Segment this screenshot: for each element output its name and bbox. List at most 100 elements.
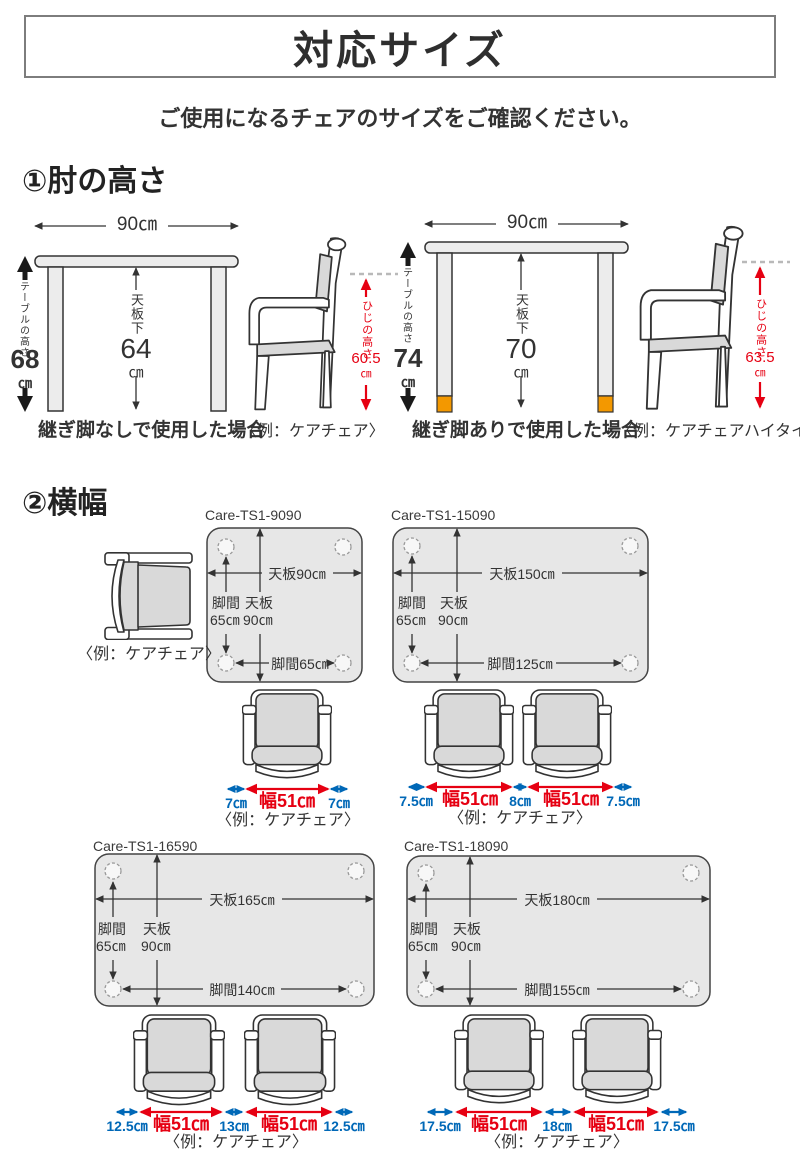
chair-side-illustration	[639, 225, 744, 410]
depth-col-value: 90㎝	[243, 612, 273, 628]
table-height-value: 68	[10, 344, 40, 374]
leg-circle	[417, 864, 435, 882]
tabletop-width-label: 天板90㎝	[268, 566, 326, 582]
leg-circle	[347, 980, 365, 998]
leg-span-col-label: 脚間	[98, 921, 126, 937]
table-side-illustration	[34, 255, 239, 412]
table-height-arrow	[17, 256, 33, 412]
chair-width-label: 幅51㎝	[152, 1114, 210, 1134]
example-chair-caption: 〈例：ケアチェア〉	[77, 646, 221, 663]
diagram-caption: 継ぎ脚なしで使用した場合	[38, 420, 266, 441]
depth-col-value: 90㎝	[438, 612, 468, 628]
leg-span-col-value: 65㎝	[210, 612, 240, 628]
clearance-unit: ㎝	[128, 364, 144, 381]
elbow-height-unit: ㎝	[360, 368, 372, 380]
dimension-arrows	[407, 856, 710, 1006]
leg-span-label: 脚間65㎝	[271, 656, 329, 672]
side-gap-label: 7㎝	[225, 795, 247, 811]
leg-span-label: 脚間140㎝	[209, 982, 275, 998]
leg-circle	[682, 864, 700, 882]
dimension-arrows	[95, 854, 374, 1006]
leg-circle	[104, 980, 122, 998]
chair-group-1	[226, 689, 349, 795]
depth-col-label: 天板	[440, 595, 468, 611]
diagram-with-extender	[400, 220, 790, 413]
leg-circle	[621, 537, 639, 555]
chair-group-4	[426, 1014, 688, 1118]
chair-front-illustration	[522, 689, 612, 779]
chair-front-illustration	[133, 1014, 225, 1106]
table-width-label: 90㎝	[506, 212, 548, 233]
chair-width-label: 幅51㎝	[587, 1114, 645, 1134]
tabletop-9090	[206, 527, 363, 683]
table-height-label: テーブルの高さ	[17, 281, 29, 358]
leg-circle	[334, 654, 352, 672]
model-label: Care-TS1-15090	[391, 507, 496, 523]
tabletop-width-label: 天板180㎝	[524, 892, 590, 908]
leg-circle	[621, 654, 639, 672]
table-height-arrow	[400, 242, 416, 412]
elbow-height-unit: ㎝	[754, 367, 766, 379]
side-gap-label: 12.5㎝	[323, 1118, 365, 1134]
leg-span-col-value: 65㎝	[396, 612, 426, 628]
leg-span-label: 脚間125㎝	[487, 656, 553, 672]
section2-heading: ②横幅	[22, 487, 108, 520]
table-side-illustration	[424, 241, 629, 413]
elbow-height-value: 63.5	[745, 349, 775, 366]
clearance-label: 天板下	[513, 293, 529, 335]
model-label: Care-TS1-16590	[93, 838, 198, 854]
elbow-height-value: 60.5	[351, 350, 381, 367]
tabletop-15090	[392, 527, 649, 683]
chair-side-illustration	[248, 237, 347, 411]
table-height-unit: ㎝	[18, 375, 32, 391]
clearance-label: 天板下	[128, 293, 144, 335]
side-gap-label: 7.5㎝	[606, 793, 640, 809]
chair-width-label: 幅51㎝	[470, 1114, 528, 1134]
leg-span-col-label: 脚間	[410, 921, 438, 937]
dimension-arrows	[207, 528, 362, 682]
depth-col-value: 90㎝	[141, 938, 171, 954]
center-gap-label: 18㎝	[542, 1118, 572, 1134]
chair-group-2	[407, 689, 633, 793]
chair-width-label: 幅51㎝	[258, 791, 316, 811]
table-height-label: テーブルの高さ	[400, 267, 412, 344]
chair-group-3	[115, 1014, 354, 1118]
leg-span-col-label: 脚間	[398, 595, 426, 611]
leg-extender-left	[436, 395, 453, 413]
leg-circle	[403, 654, 421, 672]
leg-circle	[347, 862, 365, 880]
tabletop-width-label: 天板150㎝	[489, 566, 555, 582]
chair-width-label: 幅51㎝	[542, 789, 600, 809]
elbow-height-label: ひじの高さ	[754, 298, 767, 358]
chair-width-label: 幅51㎝	[260, 1114, 318, 1134]
chair-front-illustration	[454, 1014, 544, 1104]
page-subtitle: ご使用になるチェアのサイズをご確認ください。	[158, 106, 642, 131]
diagram-example: 〈例：ケアチェアハイタイプ〉	[617, 423, 800, 440]
center-gap-label: 8㎝	[509, 793, 531, 809]
depth-col-value: 90㎝	[451, 938, 481, 954]
side-gap-label: 7㎝	[328, 795, 350, 811]
side-gap-label: 7.5㎝	[399, 793, 433, 809]
leg-circle	[417, 980, 435, 998]
clearance-value: 70	[505, 333, 537, 364]
leg-span-col-label: 脚間	[212, 595, 240, 611]
chair-front-illustration	[242, 689, 332, 779]
tabletop-18090	[406, 855, 711, 1007]
header-title-box: 対応サイズ	[24, 15, 776, 78]
group-caption: 〈例：ケアチェア〉	[164, 1134, 308, 1151]
dimension-arrows	[393, 528, 648, 682]
group-caption: 〈例：ケアチェア〉	[485, 1134, 629, 1151]
leg-circle	[217, 538, 235, 556]
group-caption: 〈例：ケアチェア〉	[448, 810, 592, 827]
elbow-height-label: ひじの高さ	[360, 300, 373, 360]
page-title: 対応サイズ	[293, 28, 507, 73]
chair-front-illustration	[244, 1014, 336, 1106]
clearance-unit: ㎝	[513, 364, 529, 381]
depth-col-label: 天板	[245, 595, 273, 611]
section1-heading: ①肘の高さ	[22, 165, 168, 198]
leg-circle	[217, 654, 235, 672]
center-gap-label: 13㎝	[219, 1118, 249, 1134]
tabletop-width-label: 天板165㎝	[209, 892, 275, 908]
leg-extender-right	[597, 395, 614, 413]
